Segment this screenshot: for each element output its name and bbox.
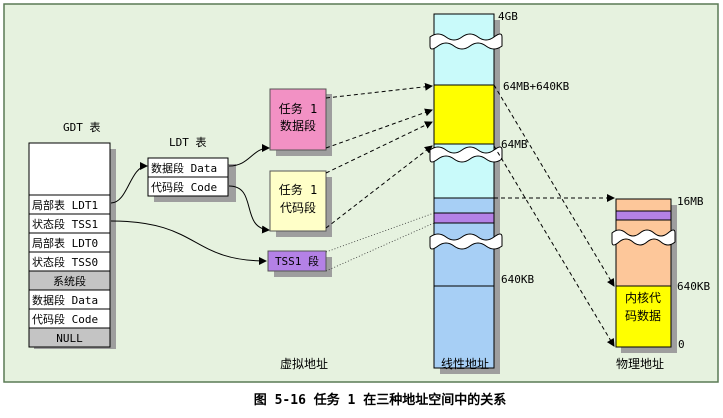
dotted-tss-mappings bbox=[325, 212, 435, 272]
ldt-row-code bbox=[147, 176, 229, 197]
physical-kernel-line1: 内核代 bbox=[625, 291, 661, 305]
linear-blue-upper bbox=[433, 197, 495, 214]
map-code-bottom bbox=[325, 145, 433, 229]
gdt-row-label: 数据段 Data bbox=[32, 293, 98, 307]
gdt-row-label: 系统段 bbox=[53, 274, 86, 288]
linear-address-column: 4GB 64MB+640KB 64MB 640KB bbox=[429, 10, 570, 374]
dashed-mappings bbox=[325, 82, 615, 347]
physical-peach-top bbox=[615, 198, 672, 212]
diagram-background bbox=[3, 3, 719, 383]
virtual-data-segment bbox=[269, 88, 327, 151]
linear-address-label: 线性地址 bbox=[441, 357, 489, 371]
connector-ldt-code-to-seg bbox=[228, 185, 270, 234]
physical-mark-640kb: 640KB bbox=[677, 280, 710, 293]
connector-ldt1-to-ldt bbox=[110, 162, 148, 204]
linear-break-lower bbox=[429, 233, 503, 250]
linear-cyan-top bbox=[433, 13, 495, 86]
linear-mark-640kb: 640KB bbox=[501, 273, 534, 286]
linear-blue-lower bbox=[433, 222, 495, 287]
gdt-row-label: 局部表 LDT0 bbox=[32, 236, 98, 250]
linear-yellow-block bbox=[433, 84, 495, 145]
gdt-table: GDT 表 局部表 LDT1 状态段 TSS1 局部表 LDT0 状态段 TSS0 系统… bbox=[28, 120, 116, 349]
physical-mark-16mb: 16MB bbox=[677, 195, 704, 208]
ldt-title: LDT 表 bbox=[169, 135, 207, 149]
gdt-row-label: NULL bbox=[56, 332, 83, 345]
gdt-row-label: 状态段 TSS0 bbox=[32, 255, 98, 269]
virtual-segments: 任务 1 数据段 任务 1 代码段 TSS1 段 bbox=[267, 88, 332, 277]
connectors bbox=[110, 144, 270, 265]
connector-tss1-to-tss-seg bbox=[110, 220, 267, 265]
physical-kernel-line2: 码数据 bbox=[625, 308, 661, 323]
linear-tss-block bbox=[433, 212, 495, 224]
map-data-bottom bbox=[325, 108, 433, 149]
gdt-row-label: 代码段 Code bbox=[32, 312, 98, 326]
physical-break bbox=[611, 229, 676, 246]
map-code-top bbox=[325, 121, 433, 174]
physical-address-column: 内核代 码数据 16MB 640KB 0 bbox=[611, 195, 710, 353]
gdt-row-label: 局部表 LDT1 bbox=[32, 198, 98, 212]
linear-mark-64mb-640kb: 64MB+640KB bbox=[503, 80, 570, 93]
physical-mark-0: 0 bbox=[678, 338, 685, 351]
physical-tss-block bbox=[615, 210, 672, 221]
gdt-row-label: 状态段 TSS1 bbox=[32, 217, 98, 231]
virtual-code-seg-line1: 任务 1 bbox=[279, 182, 317, 197]
virtual-tss-label: TSS1 段 bbox=[275, 254, 319, 268]
linear-break-top bbox=[429, 33, 503, 50]
virtual-code-seg-line2: 代码段 bbox=[280, 200, 316, 215]
virtual-data-seg-line1: 任务 1 bbox=[279, 101, 317, 116]
map-data-top bbox=[325, 82, 433, 99]
linear-mark-4gb: 4GB bbox=[498, 10, 518, 23]
map-tss-top bbox=[325, 212, 435, 253]
gdt-row bbox=[28, 327, 111, 348]
physical-peach-block bbox=[615, 219, 672, 287]
map-linear-to-phys-0 bbox=[493, 145, 615, 347]
physical-kernel-block bbox=[615, 285, 672, 348]
virtual-code-segment bbox=[269, 170, 327, 232]
ldt-table: LDT 表 数据段 Data 代码段 Code bbox=[147, 135, 236, 202]
virtual-data-seg-line2: 数据段 bbox=[280, 118, 316, 133]
virtual-address-label: 虚拟地址 bbox=[280, 357, 328, 371]
virtual-tss-segment bbox=[267, 250, 327, 272]
physical-address-label: 物理地址 bbox=[616, 357, 664, 371]
ldt-row-data-label: 数据段 Data bbox=[151, 161, 217, 175]
linear-mark-64mb: 64MB bbox=[501, 138, 528, 151]
gdt-title: GDT 表 bbox=[63, 120, 101, 134]
connector-ldt-data-to-seg bbox=[228, 144, 270, 167]
figure-caption: 图 5-16 任务 1 在三种地址空间中的关系 bbox=[254, 392, 506, 408]
ldt-row-code-label: 代码段 Code bbox=[151, 180, 217, 194]
linear-blue-bottom bbox=[433, 285, 495, 369]
gdt-empty-area bbox=[28, 142, 111, 196]
